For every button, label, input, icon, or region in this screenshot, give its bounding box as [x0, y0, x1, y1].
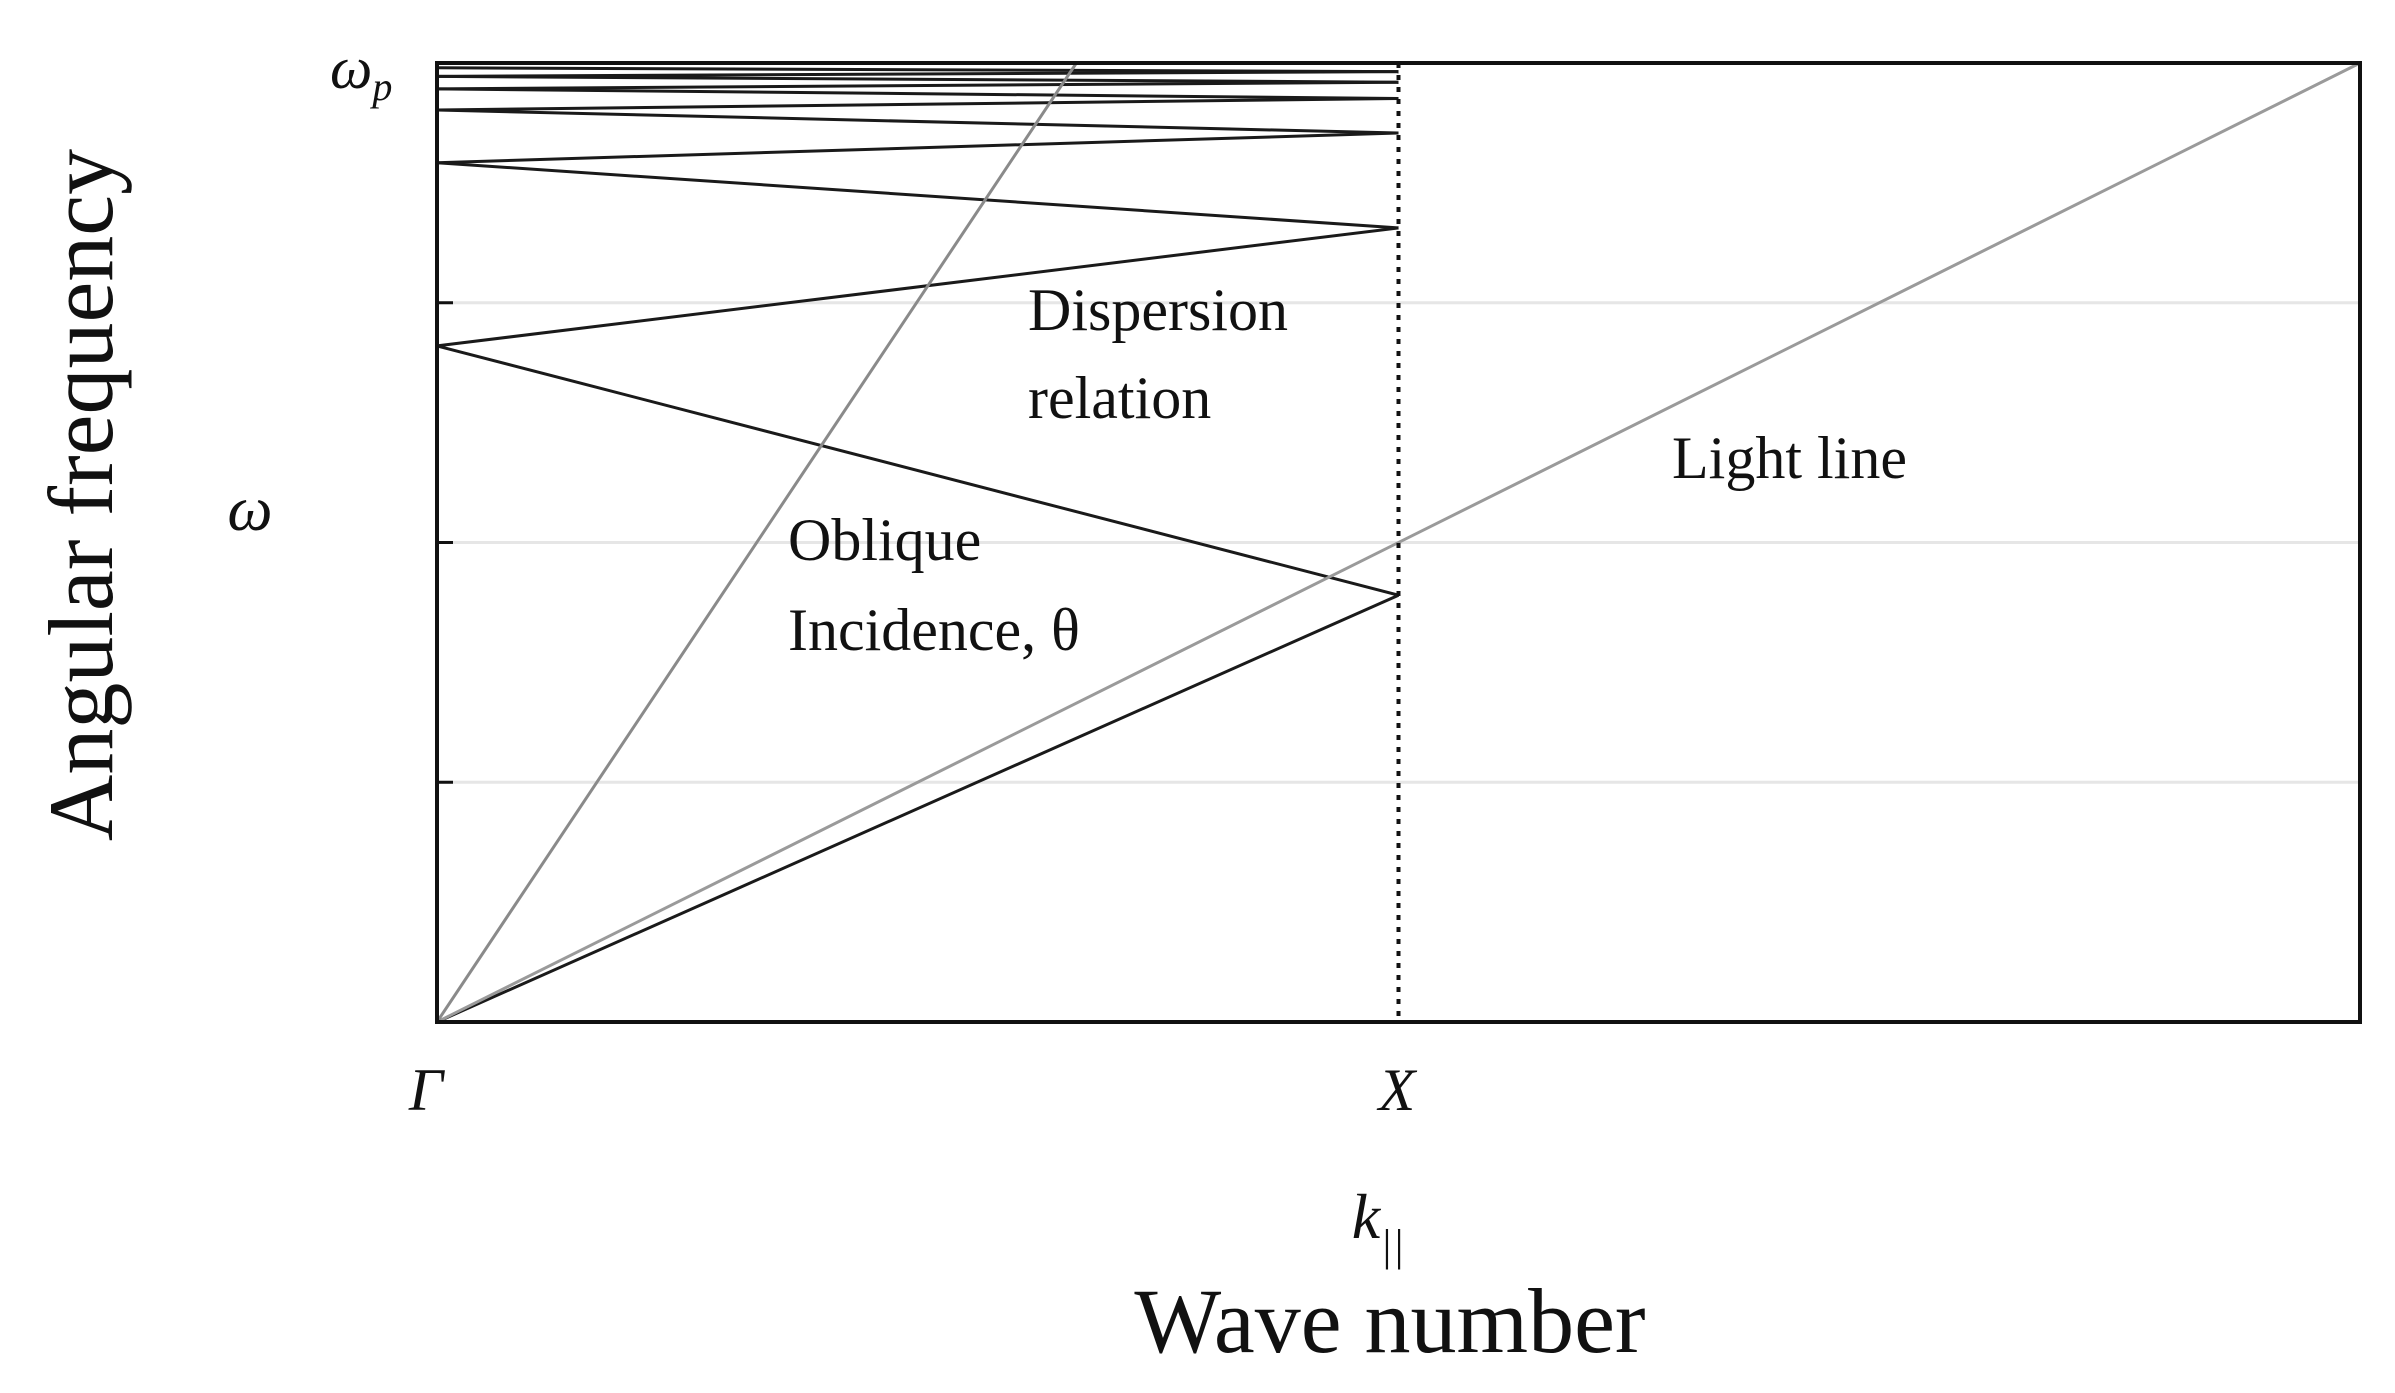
dispersion-band-line-2 — [436, 226, 1399, 348]
x-axis-symbol: k|| — [1352, 1181, 1405, 1270]
y-tick-top-label: ωp — [330, 35, 392, 109]
annotation-dispersion-line1: Dispersion — [1028, 277, 1288, 343]
x-axis-label: Wave number — [1134, 1270, 1645, 1372]
y-axis-label: Angular frequency — [30, 149, 132, 841]
dispersion-band-line-7 — [436, 87, 1399, 100]
x-tick-label-x: X — [1377, 1057, 1418, 1123]
oblique-incidence-line — [435, 62, 1078, 1023]
dispersion-band-line-4 — [436, 131, 1399, 165]
dispersion-band-line-6 — [436, 97, 1399, 112]
x-axis-symbol-subscript: || — [1380, 1221, 1404, 1270]
dispersion-band-line-0 — [436, 593, 1400, 1024]
x-tick-label-gamma: Γ — [408, 1057, 446, 1123]
light-line — [436, 61, 2361, 1024]
series-layer — [435, 61, 2361, 1024]
annotation-oblique-line2: Incidence, θ — [788, 597, 1080, 663]
dispersion-band-line-1 — [436, 344, 1399, 597]
annotation-dispersion-line2: relation — [1028, 365, 1211, 431]
y-axis-symbol: ω — [227, 473, 272, 544]
dispersion-band-line-11 — [436, 66, 1399, 74]
annotation-oblique-line1: Oblique — [788, 507, 981, 573]
dispersion-band-line-5 — [436, 108, 1399, 135]
dispersion-band-line-9 — [436, 74, 1399, 84]
y-tick-marks — [437, 301, 453, 784]
annotation-light-line: Light line — [1672, 425, 1907, 491]
dispersion-band-line-8 — [436, 80, 1399, 91]
dispersion-band-line-3 — [436, 161, 1399, 230]
y-tick-top-subscript: p — [369, 64, 392, 109]
